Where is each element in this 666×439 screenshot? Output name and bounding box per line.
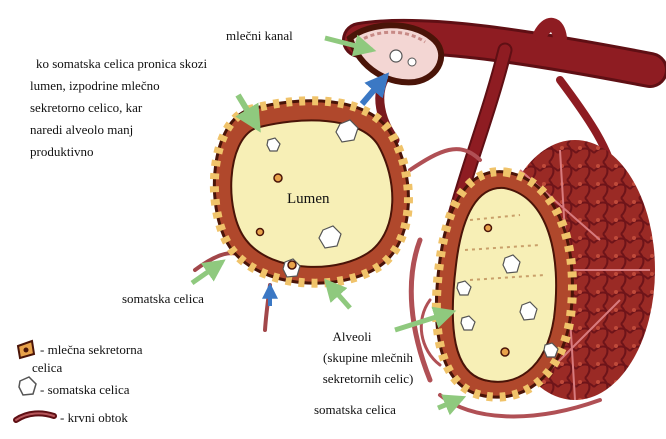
legend: - mlečna sekretorna celica - somatska ce…: [16, 341, 143, 425]
note-line: naredi alveolo manj: [30, 122, 133, 137]
legend-label: - mlečna sekretorna: [40, 342, 143, 357]
legend-label: - krvni obtok: [60, 410, 128, 425]
legend-label: celica: [32, 360, 63, 375]
milk-duct-label: mlečni kanal: [226, 28, 293, 43]
lumen-label: Lumen: [287, 191, 330, 207]
somatic-cell-label-left: somatska celica: [122, 291, 204, 306]
somatic-cell-label-bottom: somatska celica: [314, 402, 396, 417]
note-line: ko somatska celica pronica skozi: [36, 56, 207, 71]
somatic-cell-icon: [19, 377, 36, 395]
note-line: sekretorno celico, kar: [30, 100, 143, 115]
blood-vessel-icon: [16, 413, 54, 420]
milk-duct-section: [350, 25, 441, 82]
secretory-cell-icon: [18, 341, 34, 358]
note-line: lumen, izpodrine mlečno: [30, 78, 160, 93]
alveoli-line: Alveoli: [333, 329, 372, 344]
somatic-cell-note: ko somatska celica pronica skozi lumen, …: [30, 56, 207, 159]
alveoli-line: sekretornih celic): [323, 371, 414, 386]
alveoli-label: Alveoli (skupine mlečnih sekretornih cel…: [323, 329, 414, 386]
note-line: produktivno: [30, 144, 94, 159]
right-alveolus: [436, 172, 572, 397]
legend-label: - somatska celica: [40, 382, 130, 397]
alveoli-line: (skupine mlečnih: [323, 350, 413, 365]
